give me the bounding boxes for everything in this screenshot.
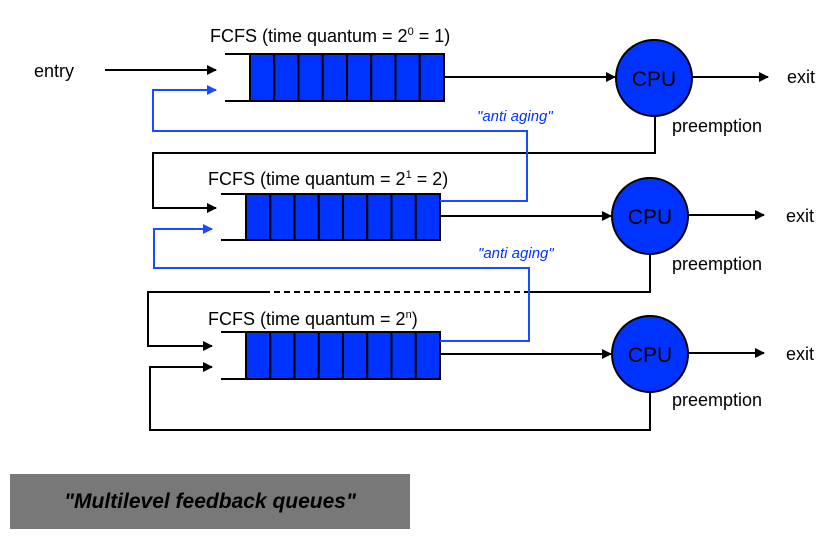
queue-slot xyxy=(414,193,441,241)
queue-2-label: FCFS (time quantum = 2n) xyxy=(208,309,418,329)
queue-slot xyxy=(394,53,421,102)
queue-slot xyxy=(342,193,369,241)
cpu-1-preemption-label: preemption xyxy=(672,254,762,274)
queue-slot xyxy=(390,331,417,380)
queue-0 xyxy=(225,53,445,102)
entry-label: entry xyxy=(34,61,74,81)
queue-slot xyxy=(293,193,320,241)
preemption-0-feedback-line xyxy=(152,116,656,213)
queue-slot xyxy=(245,193,272,241)
queue-slot xyxy=(414,331,441,380)
queue-slot xyxy=(390,193,417,241)
queue-slot xyxy=(273,53,300,102)
preemption-2-feedback-line xyxy=(149,362,651,431)
queue-slot xyxy=(293,331,320,380)
anti-aging-0-label: "anti aging" xyxy=(477,108,553,125)
queue-slot xyxy=(249,53,276,102)
cpu-2-preemption-label: preemption xyxy=(672,390,762,410)
caption-banner: "Multilevel feedback queues" xyxy=(10,474,410,529)
queue-slot xyxy=(297,53,324,102)
queue-slot xyxy=(418,53,445,102)
cpu-2-label: CPU xyxy=(628,344,672,367)
cpu-1-label: CPU xyxy=(628,206,672,229)
anti-aging-0-line xyxy=(152,85,528,202)
queue-0-label: FCFS (time quantum = 20 = 1) xyxy=(210,26,450,46)
queue-slot xyxy=(317,193,344,241)
queue-slot xyxy=(342,331,369,380)
cpu-1-exit-label: exit xyxy=(786,206,814,226)
anti-aging-1-line xyxy=(153,224,530,342)
queue-slot xyxy=(321,53,348,102)
cpu-0-exit-label: exit xyxy=(787,67,815,87)
anti-aging-1-label: "anti aging" xyxy=(478,245,554,262)
queue-slot xyxy=(269,331,296,380)
queue-slot xyxy=(317,331,344,380)
cpu-0-label: CPU xyxy=(632,68,676,91)
queue-slot xyxy=(370,53,397,102)
preemption-1-feedback-line xyxy=(530,254,651,293)
cpu-2-exit-label: exit xyxy=(786,344,814,364)
queue-1 xyxy=(221,193,441,241)
queue-slot xyxy=(269,193,296,241)
queue-slot xyxy=(366,193,393,241)
queue-slot xyxy=(346,53,373,102)
preemption-1-feedback-return xyxy=(147,291,270,351)
queue-1-label: FCFS (time quantum = 21 = 2) xyxy=(208,169,448,189)
cpu-0-preemption-label: preemption xyxy=(672,116,762,136)
queue-slot xyxy=(366,331,393,380)
queue-slot xyxy=(245,331,272,380)
queue-2 xyxy=(221,331,441,380)
